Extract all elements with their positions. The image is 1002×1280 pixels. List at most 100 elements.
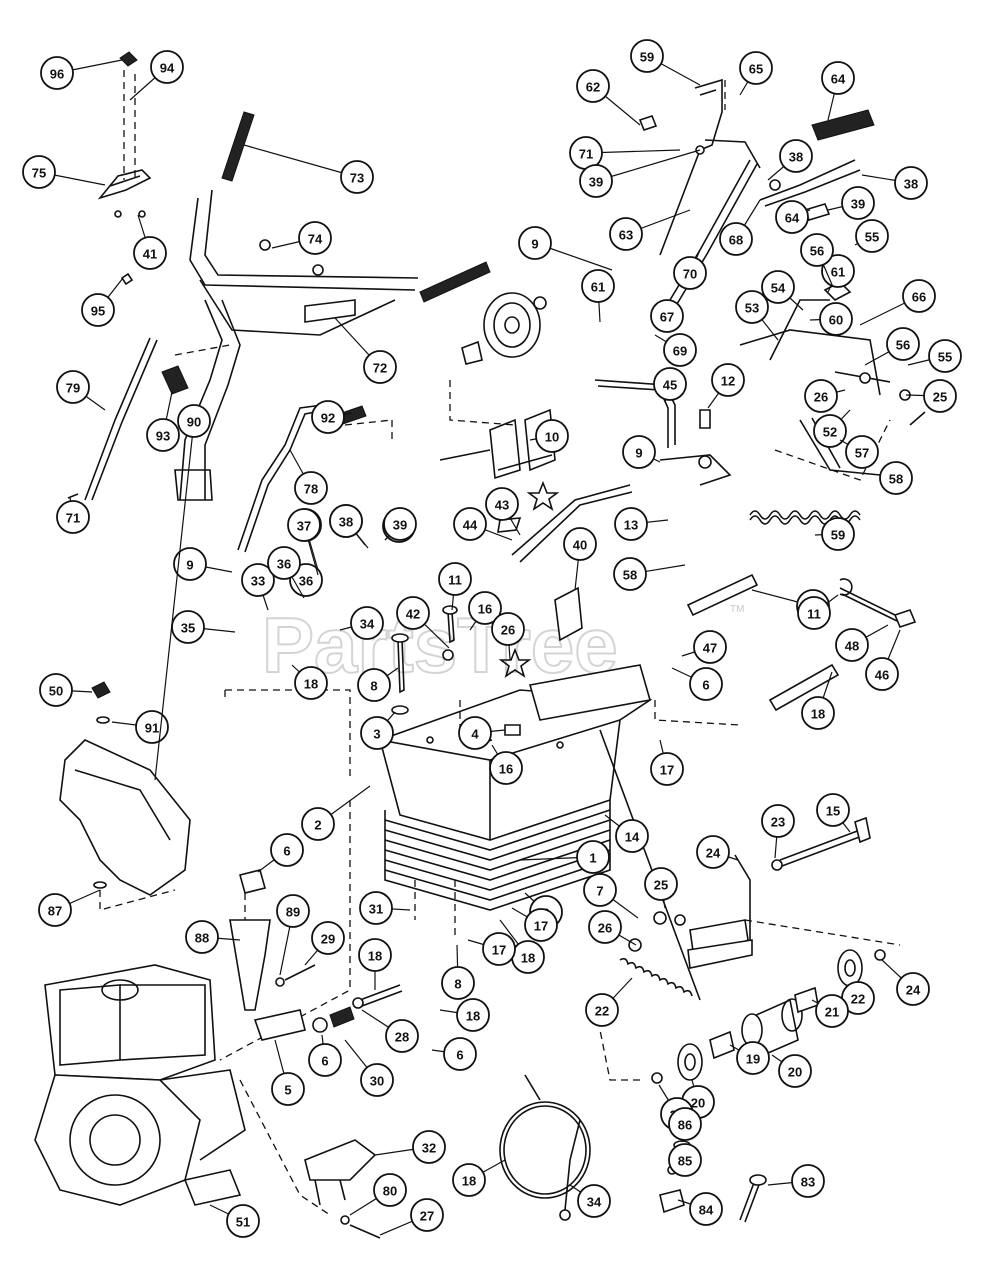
callout-number: 80	[383, 1184, 397, 1199]
callout-circle	[855, 219, 889, 253]
callout-3: 3	[360, 711, 396, 750]
callout-circle	[902, 279, 936, 313]
callout-38: 38	[329, 504, 369, 549]
callout-number: 18	[368, 949, 382, 964]
callout-number: 33	[251, 574, 265, 589]
engine	[34, 800, 351, 1206]
callout-circle	[359, 891, 393, 925]
callout-19: 19	[729, 1041, 770, 1075]
callout-number: 6	[283, 844, 290, 859]
callout-circle	[340, 160, 374, 194]
drive-belt	[499, 1074, 591, 1221]
callout-circle	[693, 630, 727, 664]
spring-50	[619, 957, 693, 997]
linkage-assembly-right	[739, 281, 926, 481]
callout-circle	[396, 596, 430, 630]
callout-circle	[835, 628, 869, 662]
callout-2: 2	[301, 785, 371, 841]
callout-circle	[373, 1173, 407, 1207]
callout-number: 25	[933, 390, 947, 405]
callout-number: 18	[462, 1174, 476, 1189]
callout-56: 56	[800, 233, 834, 288]
callout-22: 22	[841, 981, 875, 1015]
callout-circle	[581, 269, 615, 303]
callout-circle	[696, 835, 730, 869]
callout-number: 18	[466, 1009, 480, 1024]
callout-10: 10	[529, 419, 569, 453]
callout-number: 55	[938, 350, 952, 365]
callout-circle	[719, 222, 753, 256]
callout-number: 58	[623, 568, 637, 583]
callout-circle	[894, 166, 928, 200]
callout-75: 75	[22, 155, 106, 189]
callout-number: 66	[912, 290, 926, 305]
callout-circle	[779, 139, 813, 173]
callout-39: 39	[579, 149, 701, 198]
callout-66: 66	[859, 279, 936, 326]
callout-95: 95	[81, 277, 124, 327]
callout-number: 71	[66, 511, 80, 526]
callout-48: 48	[835, 624, 889, 662]
callout-25: 25	[644, 867, 678, 909]
callout-38: 38	[861, 166, 928, 200]
callout-circle	[287, 508, 321, 542]
callout-circle	[736, 1041, 770, 1075]
callout-84: 84	[677, 1192, 723, 1226]
axle-bolt-assembly	[628, 816, 901, 969]
callout-number: 3	[373, 727, 380, 742]
callout-number: 63	[619, 228, 633, 243]
callout-circle	[821, 61, 855, 95]
callout-circle	[585, 993, 619, 1027]
callout-circle	[40, 56, 74, 90]
callout-18: 18	[291, 664, 328, 700]
callout-number: 22	[851, 992, 865, 1007]
callout-number: 45	[663, 378, 677, 393]
callout-59: 59	[814, 517, 855, 551]
callout-circle	[668, 1143, 702, 1177]
callout-circle	[150, 50, 184, 84]
callout-number: 17	[534, 919, 548, 934]
callout-number: 32	[422, 1141, 436, 1156]
callout-number: 9	[186, 558, 193, 573]
callout-number: 29	[321, 932, 335, 947]
callout-73: 73	[243, 144, 374, 194]
callout-number: 87	[48, 904, 62, 919]
callout-61: 61	[581, 269, 615, 323]
callout-11: 11	[438, 562, 472, 611]
callout-number: 50	[49, 684, 63, 699]
callout-number: 11	[448, 573, 462, 588]
callout-number: 65	[749, 62, 763, 77]
callout-circle	[609, 217, 643, 251]
callout-number: 51	[236, 1215, 250, 1230]
callout-number: 26	[814, 390, 828, 405]
callout-number: 36	[299, 574, 313, 589]
callout-number: 78	[304, 482, 318, 497]
callout-number: 42	[406, 607, 420, 622]
callout-46: 46	[865, 629, 901, 691]
callout-circle	[886, 327, 920, 361]
callout-42: 42	[396, 596, 450, 649]
callout-circle	[482, 932, 516, 966]
callout-68: 68	[719, 199, 761, 256]
callout-circle	[56, 370, 90, 404]
callout-93: 93	[146, 391, 180, 452]
callout-number: 2	[314, 818, 321, 833]
callout-43: 43	[485, 487, 521, 536]
callout-9: 9	[622, 435, 661, 469]
callout-number: 21	[825, 1005, 839, 1020]
callout-31: 31	[359, 891, 411, 925]
callout-circle	[668, 1107, 702, 1141]
callout-34: 34	[339, 606, 384, 640]
callout-circle	[456, 998, 490, 1032]
callout-number: 41	[143, 247, 157, 262]
callout-number: 69	[673, 344, 687, 359]
callout-55: 55	[854, 219, 889, 253]
callout-63: 63	[609, 209, 691, 251]
callout-circle	[588, 910, 622, 944]
callout-87: 87	[38, 889, 101, 927]
callout-number: 12	[721, 374, 735, 389]
tension-spring-assembly	[253, 984, 403, 1041]
callout-number: 43	[495, 498, 509, 513]
callout-circle	[816, 793, 850, 827]
callout-number: 34	[587, 1195, 602, 1210]
